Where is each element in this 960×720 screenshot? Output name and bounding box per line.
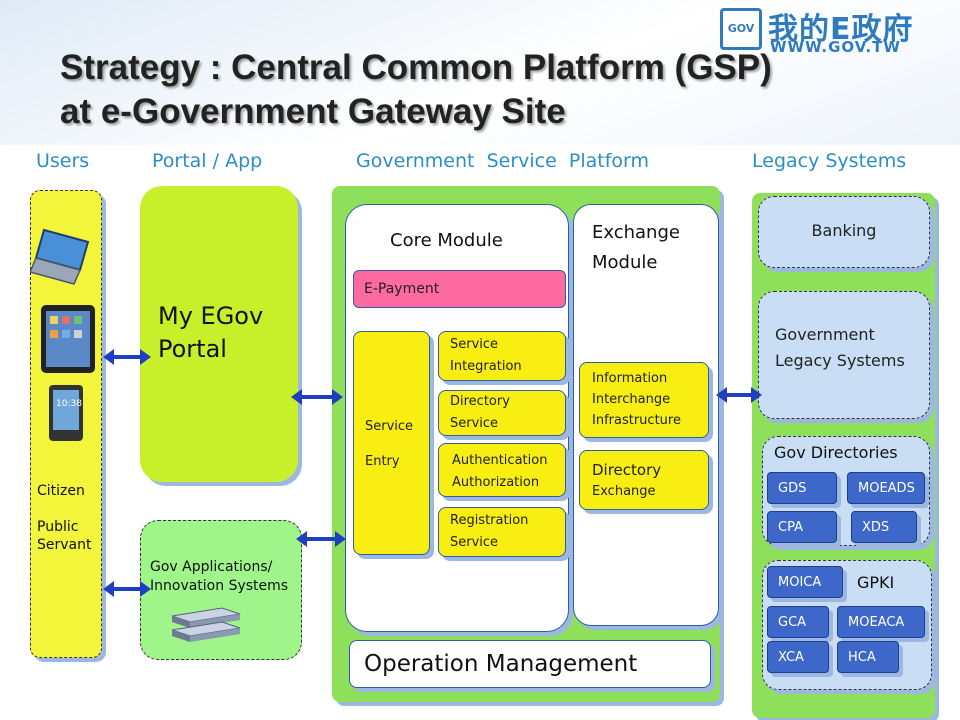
auth-line-2: Authorization — [452, 475, 540, 490]
exchange-title-line-1: Exchange — [592, 222, 680, 243]
directory-exchange-line-1: Directory — [592, 461, 662, 479]
gpki-moeaca: MOEACA — [837, 606, 925, 638]
logo-chinese-text: 我的E政府 — [768, 12, 914, 47]
column-header-legacy: Legacy Systems — [752, 150, 907, 172]
gov-apps-line-2: Innovation Systems — [150, 578, 289, 594]
directory-exchange-line-2: Exchange — [592, 484, 656, 499]
gpki-xca: XCA — [767, 641, 829, 673]
service-integration-box: Service Integration — [438, 331, 566, 381]
citizen-label: Citizen — [37, 483, 85, 499]
banking-box: Banking — [758, 196, 930, 268]
gpki-gca: GCA — [767, 606, 829, 638]
servant-label: Servant — [37, 537, 92, 553]
users-govapps-arrow — [103, 581, 151, 597]
my-egov-portal-label: My EGov Portal — [158, 300, 288, 366]
gsp-legacy-arrow — [716, 387, 762, 403]
directory-exchange-box: Directory Exchange — [579, 450, 709, 510]
gov-logo-icon: GOV — [720, 8, 762, 50]
users-portal-arrow — [103, 349, 151, 365]
directory-service-line-2: Service — [450, 416, 499, 431]
title-line-1: Strategy : Central Common Platform (GSP) — [60, 48, 772, 87]
gov-applications-label: Gov Applications/ Innovation Systems — [150, 558, 320, 596]
directory-xds: XDS — [851, 511, 917, 543]
auth-line-1: Authentication — [452, 453, 548, 468]
service-integration-line-1: Service — [450, 337, 499, 352]
exchange-module-title: Exchange Module — [592, 218, 680, 278]
server-icon — [171, 607, 241, 642]
column-header-users: Users — [36, 150, 90, 172]
logo-url: WWW.GOV.TW — [770, 38, 901, 56]
gov-legacy-systems-box: Government Legacy Systems — [758, 291, 930, 419]
directory-gds: GDS — [767, 472, 837, 504]
slide-title: Strategy : Central Common Platform (GSP)… — [60, 46, 780, 134]
column-header-portal: Portal / App — [152, 150, 263, 172]
e-payment-box: E-Payment — [353, 270, 566, 308]
svg-text:10:38: 10:38 — [56, 399, 82, 409]
service-entry-line-2: Entry — [365, 454, 400, 469]
govapps-gsp-arrow — [296, 531, 346, 547]
gov-legacy-line-2: Legacy Systems — [775, 351, 905, 370]
information-interchange-box: Information Interchange Infrastructure — [579, 362, 709, 438]
tablet-icon — [41, 305, 95, 373]
gpki-title: GPKI — [857, 573, 895, 592]
registration-line-2: Service — [450, 535, 499, 550]
operation-management-box: Operation Management — [349, 640, 711, 688]
portal-label-line-2: Portal — [158, 335, 227, 363]
portal-gsp-arrow — [291, 389, 343, 405]
gov-apps-line-1: Gov Applications/ — [150, 559, 273, 575]
service-entry-box: Service Entry — [353, 331, 430, 555]
iii-line-3: Infrastructure — [592, 413, 681, 428]
gpki-hca: HCA — [837, 641, 899, 673]
gpki-moica: MOICA — [767, 566, 843, 598]
core-module-title: Core Module — [390, 230, 503, 251]
registration-line-1: Registration — [450, 513, 529, 528]
title-line-2: at e-Government Gateway Site — [60, 92, 566, 131]
authentication-authorization-box: Authentication Authorization — [438, 443, 566, 497]
public-label: Public — [37, 519, 79, 535]
service-entry-line-1: Service — [365, 419, 414, 434]
directory-service-box: Directory Service — [438, 390, 566, 436]
directory-cpa: CPA — [767, 511, 837, 543]
smartphone-icon: 10:38 — [49, 385, 83, 441]
gov-directories-title: Gov Directories — [774, 443, 898, 462]
iii-line-1: Information — [592, 371, 668, 386]
header-band — [0, 0, 960, 145]
my-egov-portal-box — [140, 186, 298, 482]
gov-legacy-line-1: Government — [775, 325, 875, 344]
portal-label-line-1: My EGov — [158, 302, 264, 330]
registration-service-box: Registration Service — [438, 507, 566, 557]
directory-moeads: MOEADS — [847, 472, 925, 504]
exchange-title-line-2: Module — [592, 252, 658, 273]
column-header-gsp: Government Service Platform — [356, 150, 649, 172]
iii-line-2: Interchange — [592, 392, 671, 407]
service-integration-line-2: Integration — [450, 359, 522, 374]
laptop-icon — [30, 228, 90, 285]
directory-service-line-1: Directory — [450, 394, 510, 409]
